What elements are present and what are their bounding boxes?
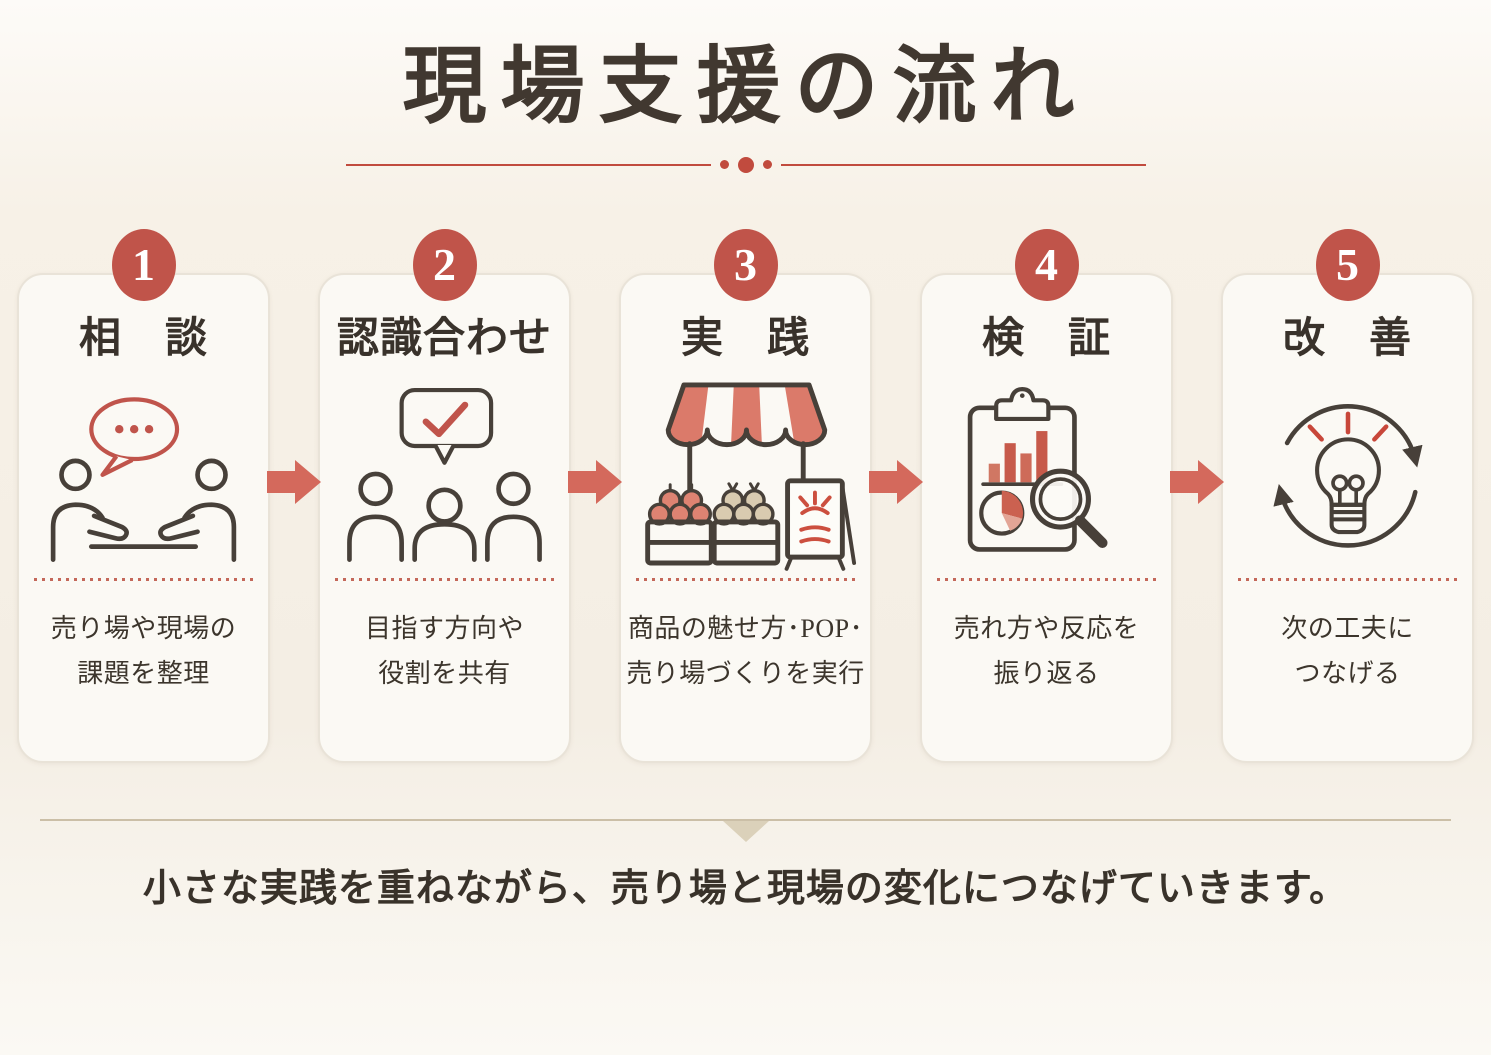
- description-line-2: 役割を共有: [378, 658, 511, 688]
- step-number: 1: [132, 238, 155, 290]
- description-line-1: 売り場や現場の: [50, 613, 237, 643]
- step-card-shared-understanding: 2 認識合わせ: [318, 228, 571, 763]
- step-number-badge: 5: [1315, 228, 1380, 301]
- step-number: 4: [1035, 238, 1058, 290]
- flow-arrow-icon: [568, 459, 622, 505]
- step-number-badge: 4: [1014, 228, 1079, 301]
- closing-statement: 小さな実践を重ねながら、売り場と現場の変化につなげていきます。: [142, 867, 1349, 910]
- description-line-1: 商品の魅せ方･POP･: [627, 613, 864, 643]
- page-title: 現場支援の流れ: [402, 41, 1089, 134]
- dotted-separator: [937, 577, 1156, 581]
- step-title: 改 善: [1282, 315, 1412, 362]
- divider-line-left: [345, 163, 711, 166]
- step-title: 検 証: [981, 315, 1111, 362]
- dotted-separator: [34, 577, 253, 581]
- description-line-1: 売れ方や反応を: [953, 613, 1140, 643]
- flow-arrow-icon: [869, 459, 923, 505]
- step-card-practice: 3 実 践: [619, 228, 872, 763]
- dotted-separator: [335, 577, 554, 581]
- step-description: 売れ方や反応を 振り返る: [922, 607, 1171, 696]
- step-number: 2: [433, 238, 456, 290]
- step-title: 相 談: [78, 315, 208, 362]
- flow-arrow-icon: [267, 459, 321, 505]
- header: 現場支援の流れ: [0, 0, 1491, 174]
- divider-line-right: [780, 163, 1146, 166]
- down-triangle-icon: [722, 820, 769, 842]
- step-number-badge: 1: [111, 228, 176, 301]
- step-title: 認識合わせ: [336, 315, 552, 362]
- data-review-icon: [922, 371, 1171, 576]
- step-card-consultation: 1 相 談: [17, 228, 270, 763]
- step-description: 売り場や現場の 課題を整理: [19, 607, 268, 696]
- shared-understanding-icon: [320, 371, 569, 576]
- bottom-divider: [40, 818, 1451, 842]
- divider-dot-small-right: [762, 160, 772, 170]
- description-line-1: 目指す方向や: [364, 613, 524, 643]
- step-description: 目指す方向や 役割を共有: [320, 607, 569, 696]
- step-card-review: 4 検 証: [920, 228, 1173, 763]
- steps-row: 1 相 談: [0, 228, 1491, 763]
- step-card-improvement: 5 改 善: [1221, 228, 1474, 763]
- step-number-badge: 2: [412, 228, 477, 301]
- consultation-icon: [19, 371, 268, 576]
- step-description: 商品の魅せ方･POP･ 売り場づくりを実行: [621, 607, 870, 696]
- step-number: 3: [734, 238, 757, 290]
- market-stall-icon: [621, 371, 870, 576]
- description-line-2: 売り場づくりを実行: [626, 658, 865, 688]
- step-title: 実 践: [680, 315, 810, 362]
- improvement-cycle-icon: [1223, 371, 1472, 576]
- flow-arrow-icon: [1170, 459, 1224, 505]
- divider-dot-small-left: [719, 160, 729, 170]
- step-number-badge: 3: [713, 228, 778, 301]
- description-line-2: 課題を整理: [77, 658, 210, 688]
- title-divider: [345, 156, 1146, 174]
- description-line-2: つなげる: [1294, 658, 1401, 688]
- dotted-separator: [1238, 577, 1457, 581]
- dotted-separator: [636, 577, 855, 581]
- description-line-2: 振り返る: [993, 658, 1100, 688]
- description-line-1: 次の工夫に: [1281, 613, 1414, 643]
- divider-dot-center: [737, 156, 754, 173]
- step-number: 5: [1336, 238, 1359, 290]
- step-description: 次の工夫に つなげる: [1223, 607, 1472, 696]
